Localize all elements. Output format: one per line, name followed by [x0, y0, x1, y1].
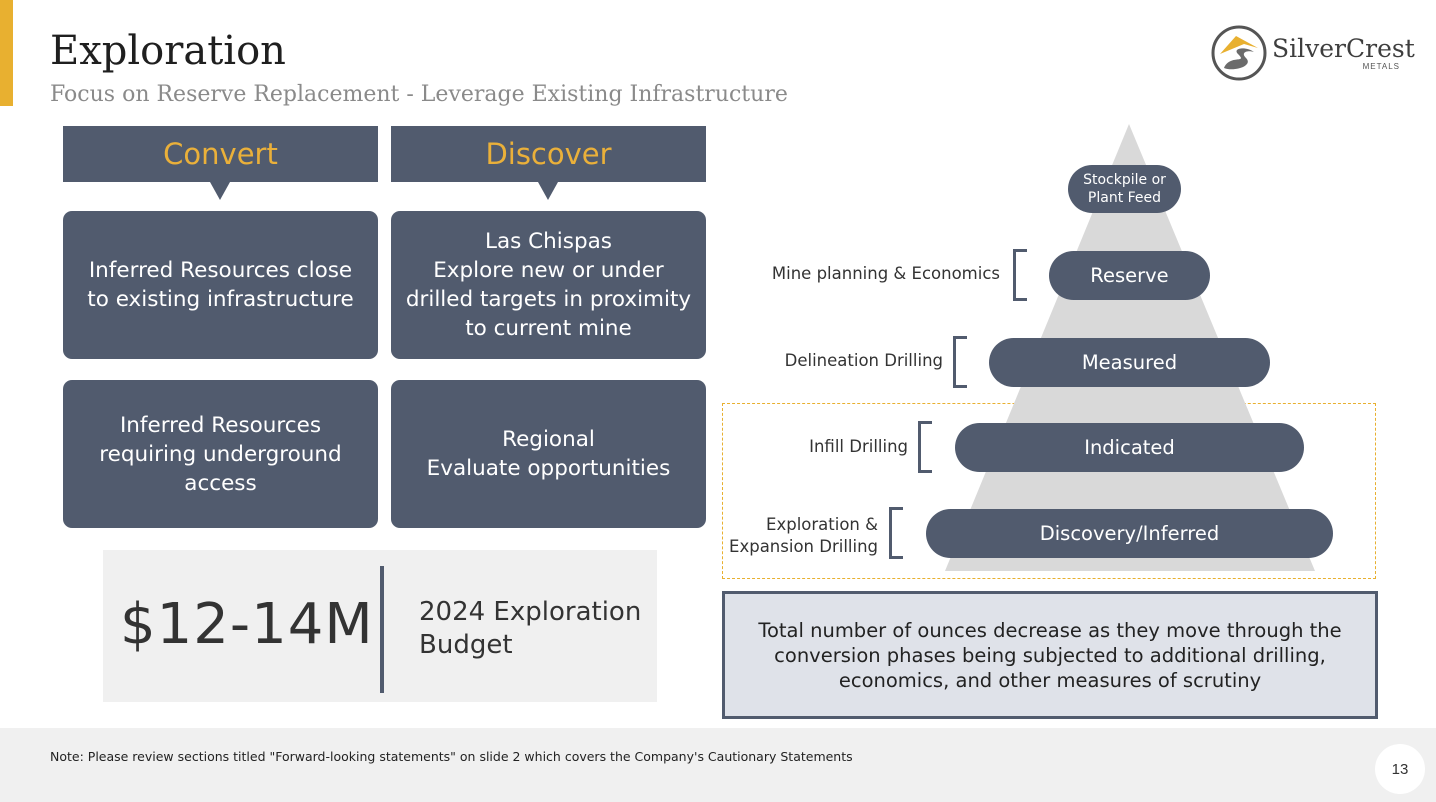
budget-amount: $12-14M — [120, 592, 374, 657]
bracket-discovery — [889, 507, 903, 559]
activity-infill: Infill Drilling — [809, 437, 908, 456]
budget-label: 2024 Exploration Budget — [419, 597, 642, 660]
ounces-note: Total number of ounces decrease as they … — [722, 591, 1378, 719]
discover-card-las-chispas: Las Chispas Explore new or under drilled… — [391, 211, 706, 359]
footer-disclaimer: Note: Please review sections titled "For… — [50, 749, 853, 764]
pyramid-level-indicated: Indicated — [955, 423, 1304, 472]
company-logo: SilverCrest METALS — [1210, 22, 1415, 84]
budget-divider — [380, 566, 384, 693]
logo-tagline: METALS — [1362, 62, 1400, 71]
activity-mine-planning: Mine planning & Economics — [771, 264, 1000, 283]
pyramid-level-reserve: Reserve — [1049, 251, 1210, 300]
pyramid-top-stockpile: Stockpile or Plant Feed — [1068, 165, 1181, 213]
convert-card-underground: Inferred Resources requiring underground… — [63, 380, 378, 528]
convert-card-infrastructure: Inferred Resources close to existing inf… — [63, 211, 378, 359]
footer-bar — [0, 728, 1436, 802]
bracket-reserve — [1013, 249, 1027, 301]
discover-heading: Discover — [391, 126, 706, 182]
convert-heading: Convert — [63, 126, 378, 182]
activity-delineation: Delineation Drilling — [784, 351, 943, 370]
bracket-indicated — [918, 421, 932, 473]
page-subtitle: Focus on Reserve Replacement - Leverage … — [50, 82, 788, 107]
page-title: Exploration — [50, 28, 286, 74]
pyramid-level-measured: Measured — [989, 338, 1270, 387]
bracket-measured — [953, 336, 967, 388]
convert-arrow-icon — [210, 182, 230, 200]
activity-exploration-expansion: Exploration & Expansion Drilling — [729, 515, 878, 556]
logo-wordmark: SilverCrest — [1272, 34, 1415, 63]
pyramid-level-discovery: Discovery/Inferred — [926, 509, 1333, 558]
silvercrest-logo-icon — [1211, 25, 1267, 81]
discover-card-regional: Regional Evaluate opportunities — [391, 380, 706, 528]
page-number: 13 — [1375, 744, 1425, 794]
accent-bar — [0, 0, 13, 106]
discover-arrow-icon — [538, 182, 558, 200]
